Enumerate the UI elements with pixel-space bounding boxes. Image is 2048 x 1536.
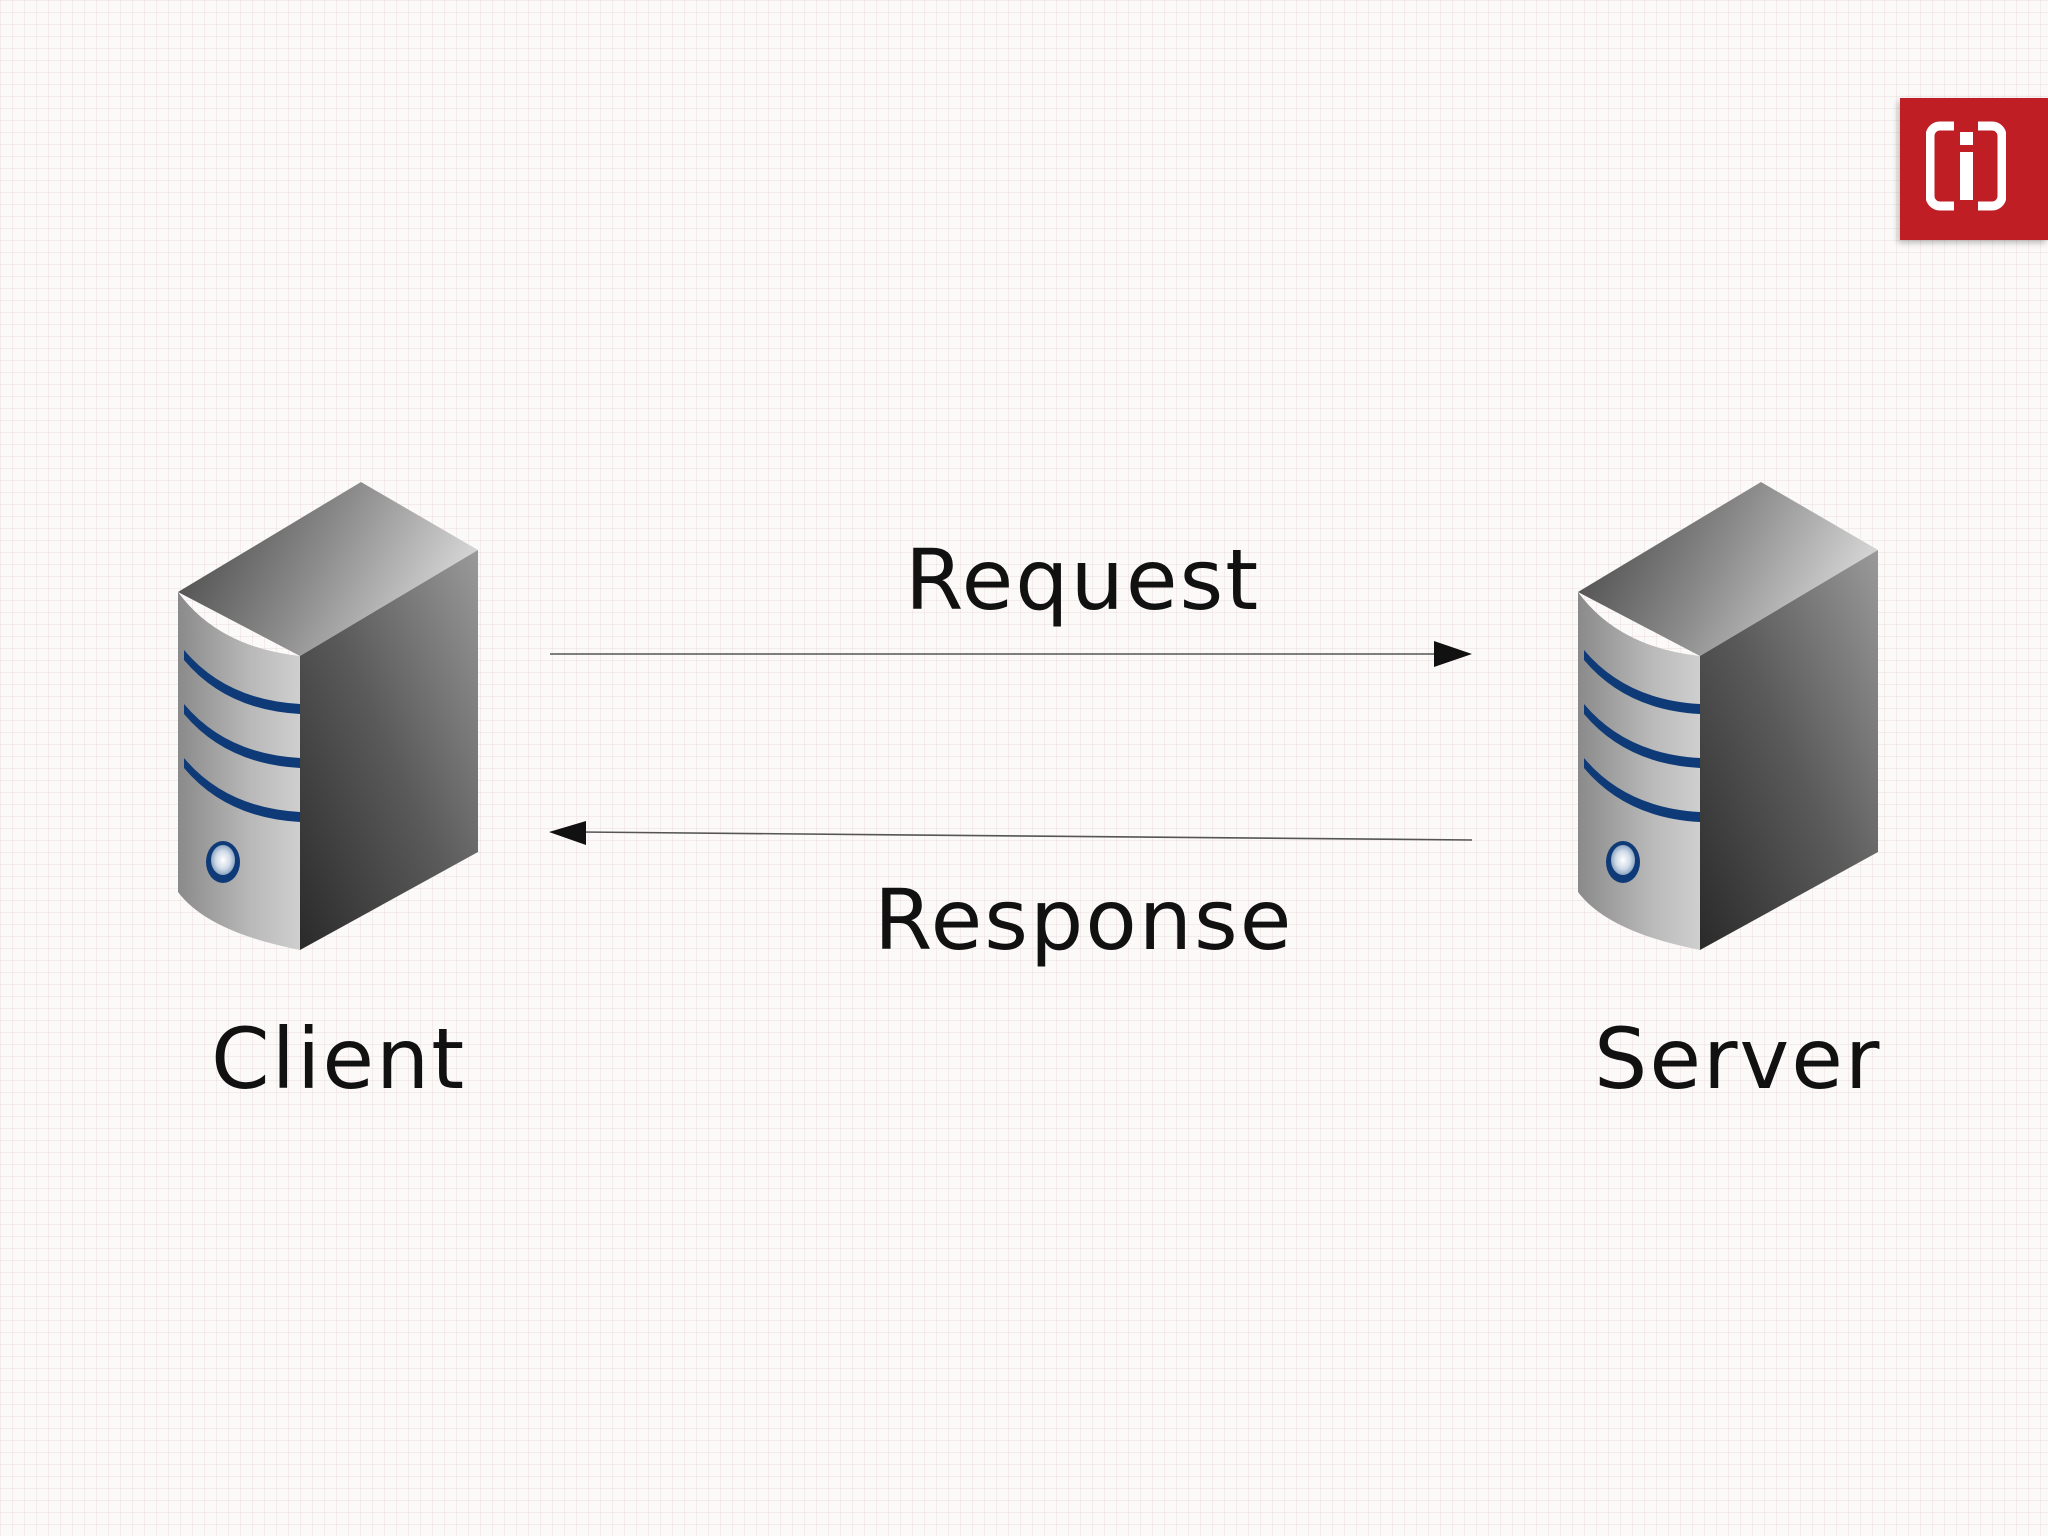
arrowhead-left-icon [549, 821, 586, 845]
arrowhead-right-icon [1434, 641, 1472, 667]
request-arrow [550, 641, 1472, 667]
brand-logo-icon [1900, 98, 2048, 240]
server-tower-icon [1578, 482, 1878, 950]
client-server-tower-icon [178, 482, 478, 950]
response-arrow [549, 821, 1473, 845]
request-label: Request [905, 531, 1261, 629]
client-label: Client [211, 1010, 467, 1108]
response-label: Response [874, 871, 1294, 969]
server-label: Server [1594, 1010, 1882, 1108]
